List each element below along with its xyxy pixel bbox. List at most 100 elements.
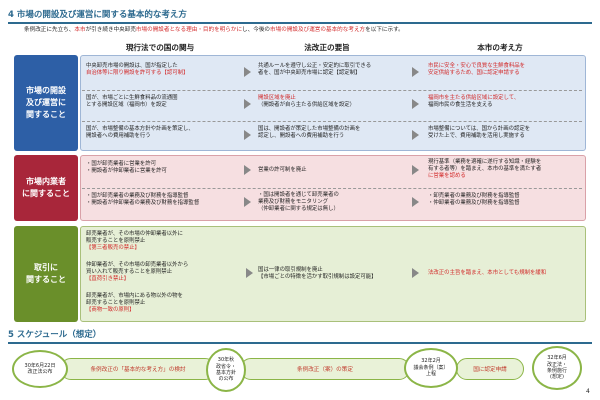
arrow-icon (246, 268, 253, 278)
arrow-icon (244, 99, 251, 109)
cell-line: 安定供給するため、国に認定申請する (428, 70, 520, 76)
cell-r1-amend-1: 共通ルールを遵守し公正・安定的に取引できる 者を、国が中央卸売市場に認定【認定制… (254, 60, 414, 88)
milestone-bill-submission: 32年2月 議会条例（案） 上程 (404, 348, 458, 388)
milestone-ordinance-release: 30年秋 政省令・ 基本方針 の公布 (206, 348, 246, 392)
cell-line: 【市場ごとの特徴を活かす取引規制は設定可能】 (258, 274, 377, 280)
cell-line: 仲卸業者が、その市場の卸売業者以外から (86, 262, 189, 268)
cell-line: 現行基準（業務を適確に遂行する知識・経験を (428, 159, 542, 165)
schedule-bar-draft: 条例改正（案）の策定 (240, 358, 410, 380)
arrow-icon (412, 130, 419, 140)
cell-r1-current-3: 国が、市場整備の基本方針や計画を策定し、 開設者への費用補助を行う (82, 123, 242, 149)
cell-r2-city-2: ・卸売業者の業務及び財務を指導監督 ・仲卸業者の業務及び財務を指導監督 (424, 190, 584, 218)
cell-line: 【第三者販売の禁止】 (86, 245, 140, 251)
cell-r2-current-1: ・国が卸売業者に営業を許可 ・開設者が仲卸業者に営業を許可 (82, 158, 242, 186)
intro-part: が引き続き中央卸売 (85, 27, 136, 33)
cell-r2-amend-2: ・国は開設者を通じて卸売業者の 業務及び財務をモニタリング （仲卸業者に関する規… (254, 189, 414, 219)
intro-part: を以下に示す。 (365, 27, 404, 33)
arrow-icon (412, 99, 419, 109)
cell-line: ・国が卸売業者に営業を許可 (86, 161, 157, 167)
cell-r3-current-3: 卸売業者が、市場内にある物以外の物を 卸売することを原則禁止 【商物一致の原則】 (82, 290, 246, 320)
intro-part: 条例改正に先立ち、 (24, 27, 75, 33)
cell-line: 卸売業者が、市場内にある物以外の物を (86, 293, 183, 299)
section4-title: 4 市場の開設及び運営に関する基本的な考え方 (8, 8, 592, 24)
cell-r3-current-1: 卸売業者が、その市場の仲卸業者以外に 販売することを原則禁止 【第三者販売の禁止… (82, 228, 246, 258)
cell-r3-current-2: 仲卸業者が、その市場の卸売業者以外から 買い入れて販売することを原則禁止 【直荷… (82, 259, 246, 289)
cell-r2-city-1: 現行基準（業務を適確に遂行する知識・経験を 有する者等）を踏まえ、本市の基準を満… (424, 156, 586, 186)
cell-line: 開設者への費用補助を行う (86, 133, 151, 139)
row-band-trading (80, 226, 586, 322)
divider (82, 188, 582, 189)
page-number: 4 (586, 388, 590, 395)
milestone-enforcement: 32年6月 改正法・ 条例施行 (想定) (532, 346, 582, 390)
cell-r1-city-1: 市民に安全・安心で良質な生鮮食料品を 安定供給するため、国に認定申請する (424, 60, 584, 88)
row-header-market-traders: 市場内業者 に関すること (14, 155, 78, 221)
cell-line: ・仲卸業者の業務及び財務を指導監督 (428, 200, 520, 206)
cell-r1-city-2: 福岡市を主たる供給区域に設定して、 福岡市民の食生活を支える (424, 92, 584, 120)
cell-line: 福岡市民の食生活を支える (428, 102, 493, 108)
cell-line: 業務及び財務をモニタリング (258, 199, 329, 205)
cell-line: ・開設者が仲卸業者に営業を許可 (86, 168, 167, 174)
cell-r1-city-3: 市場整備については、国から計画の認定を 受けた上で、費用補助を活用し実施する (424, 123, 584, 149)
row-band-market-operation (80, 55, 586, 151)
cell-line: 共通ルールを遵守し公正・安定的に取引できる (258, 63, 372, 69)
cell-r1-current-1: 中央卸売市場の開設は、国が指定した 自治体等に限り開設を許可する【認可制】 (82, 60, 242, 88)
cell-r1-current-2: 国が、市場ごとに生鮮食料品の流通圏 とする開設区域（福岡市）を設定 (82, 92, 242, 120)
section5-title: 5 スケジュール（想定） (8, 328, 592, 344)
intro-part: 市場の開設者となる理由・目的を明らかに (135, 27, 243, 33)
intro-text: 条例改正に先立ち、本市が引き続き中央卸売市場の開設者となる理由・目的を明らかにし… (24, 26, 584, 34)
cell-line: 【商物一致の原則】 (86, 307, 135, 313)
cell-line: ・国は開設者を通じて卸売業者の (258, 192, 339, 198)
intro-part: し、今後の (242, 27, 271, 33)
schedule-bar-application: 国に認定申請 (456, 358, 524, 380)
cell-line: に営業を認める (428, 173, 466, 179)
cell-line: 買い入れて販売することを原則禁止 (86, 269, 173, 275)
cell-line: 市民に安全・安心で良質な生鮮食料品を (428, 63, 526, 69)
arrow-icon (412, 67, 419, 77)
cell-r3-amend: 国は一律の取引規制を廃止 【市場ごとの特徴を活かす取引規制は設定可能】 (254, 264, 414, 284)
cell-line: 国が、市場ごとに生鮮食料品の流通圏 (86, 95, 178, 101)
milestone-law-promulgation: 30年6月22日 改正法公布 (12, 350, 68, 388)
cell-line: 【直荷引き禁止】 (86, 276, 130, 282)
cell-r2-current-2: ・国が卸売業者の業務及び財務を指導監督 ・開設者が仲卸業者の業務及び財務を指導監… (82, 190, 242, 218)
cell-r2-amend-1: 営業の許可制を廃止 (254, 164, 414, 180)
intro-part: 市場の開設及び運営の基本的な考え方 (270, 27, 366, 33)
cell-line: 国が、市場整備の基本方針や計画を策定し、 (86, 126, 194, 132)
cell-line: 認定し、開設者への費用補助を行う (258, 133, 345, 139)
cell-r1-amend-3: 国は、開設者が策定した市場整備の計画を 認定し、開設者への費用補助を行う (254, 123, 414, 149)
cell-line: 開設区域を廃止 (258, 95, 296, 101)
cell-line: ・開設者が仲卸業者の業務及び財務を指導監督 (86, 200, 200, 206)
cell-r1-amend-2: 開設区域を廃止 （開設者が自ら主たる供給区域を設定） (254, 92, 414, 120)
arrow-icon (244, 67, 251, 77)
cell-line: 営業の許可制を廃止 (258, 167, 307, 173)
arrow-icon (412, 197, 419, 207)
cell-line: 卸売することを原則禁止 (86, 300, 146, 306)
column-header-current-law: 現行法での国の関与 (125, 43, 195, 52)
cell-line: 国は一律の取引規制を廃止 (258, 267, 323, 273)
row-header-market-operation: 市場の開設 及び運営に 関すること (14, 55, 78, 151)
intro-part: 本市 (74, 27, 86, 33)
cell-line: とする開設区域（福岡市）を設定 (86, 102, 167, 108)
schedule-bar-policy-study: 条例改正の「基本的な考え方」の検討 (60, 358, 216, 380)
cell-line: 国は、開設者が策定した市場整備の計画を (258, 126, 361, 132)
cell-line: 卸売業者が、その市場の仲卸業者以外に (86, 231, 183, 237)
cell-line: ・国が卸売業者の業務及び財務を指導監督 (86, 193, 189, 199)
cell-line: 有する者等）を踏まえ、本市の基準を満たす者 (428, 166, 542, 172)
cell-line: 福岡市を主たる供給区域に設定して、 (428, 95, 520, 101)
cell-line: 販売することを原則禁止 (86, 238, 146, 244)
divider (82, 121, 582, 122)
arrow-icon (244, 197, 251, 207)
arrow-icon (412, 165, 419, 175)
arrow-icon (244, 130, 251, 140)
cell-line: 市場整備については、国から計画の認定を (428, 126, 531, 132)
cell-line: 受けた上で、費用補助を活用し実施する (428, 133, 525, 139)
arrow-icon (412, 268, 419, 278)
cell-line: （仲卸業者に関する規定は無し） (258, 206, 339, 212)
cell-line: 自治体等に限り開設を許可する【認可制】 (86, 70, 189, 76)
row-header-trading: 取引に 関すること (14, 226, 78, 322)
cell-line: （開設者が自ら主たる供給区域を設定） (258, 102, 356, 108)
column-header-amendment: 法改正の要旨 (304, 43, 350, 52)
column-header-city-view: 本市の考え方 (477, 43, 523, 52)
divider (82, 90, 582, 91)
arrow-icon (244, 165, 251, 175)
cell-line: ・卸売業者の業務及び財務を指導監督 (428, 193, 520, 199)
